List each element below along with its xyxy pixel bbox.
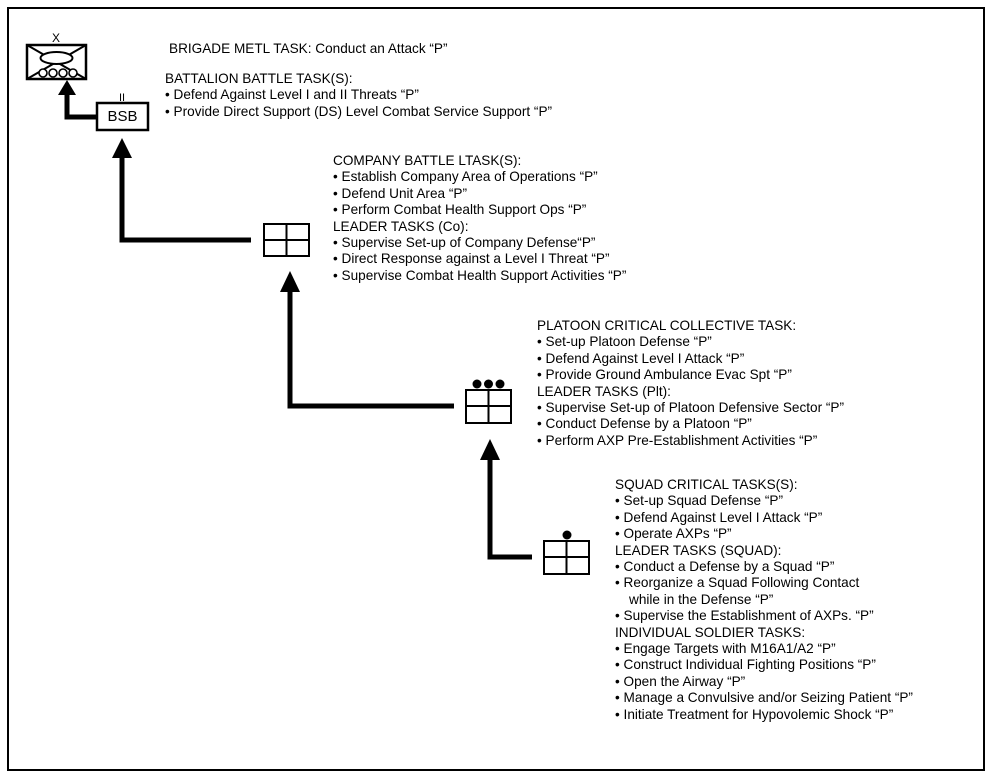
platoon-symbol-icon [465, 379, 512, 424]
company-header: COMPANY BATTLE LTASK(S): [333, 153, 522, 168]
brigade-block: BRIGADE METL TASK: Conduct an Attack “P” [169, 41, 448, 57]
squad-leader-item-continuation: while in the Defense “P” [629, 591, 774, 607]
bsb-label: BSB [107, 108, 138, 125]
platoon-block: PLATOON CRITICAL COLLECTIVE TASK: Set-up… [537, 318, 844, 449]
battalion-block: BATTALION BATTLE TASK(S): Defend Against… [165, 71, 552, 120]
platoon-task-item: Provide Ground Ambulance Evac Spt “P” [537, 367, 844, 383]
squad-leader-item: Reorganize a Squad Following Contact [615, 575, 913, 591]
squad-symbol-icon [543, 530, 590, 575]
bsb-echelon-label: II [119, 92, 125, 104]
platoon-leader-item: Perform AXP Pre-Establishment Activities… [537, 433, 844, 449]
platoon-task-item: Set-up Platoon Defense “P” [537, 334, 844, 350]
squad-task-item: Operate AXPs “P” [615, 526, 913, 542]
brigade-symbol-icon [25, 43, 88, 81]
arrow-platoon-to-company [280, 271, 454, 409]
arrow-company-to-bsb [112, 138, 251, 243]
squad-leader-header: LEADER TASKS (SQUAD): [615, 542, 782, 558]
platoon-header: PLATOON CRITICAL COLLECTIVE TASK: [537, 318, 797, 333]
soldier-task-item: Construct Individual Fighting Positions … [615, 657, 913, 673]
squad-task-item: Defend Against Level I Attack “P” [615, 510, 913, 526]
squad-task-item: Set-up Squad Defense “P” [615, 493, 913, 509]
company-leader-header: LEADER TASKS (Co): [333, 218, 469, 234]
company-leader-item: Supervise Set-up of Company Defense“P” [333, 235, 626, 251]
platoon-task-item: Defend Against Level I Attack “P” [537, 351, 844, 367]
brigade-echelon-label: X [52, 31, 60, 45]
squad-leader-item: Supervise the Establishment of AXPs. “P” [615, 608, 913, 624]
battalion-header: BATTALION BATTLE TASK(S): [165, 71, 353, 86]
platoon-leader-item: Conduct Defense by a Platoon “P” [537, 416, 844, 432]
arrow-squad-to-platoon [480, 439, 532, 560]
brigade-task-line: BRIGADE METL TASK: Conduct an Attack “P” [169, 41, 448, 56]
company-symbol-icon [263, 223, 310, 257]
soldier-task-item: Initiate Treatment for Hypovolemic Shock… [615, 707, 913, 723]
company-leader-item: Direct Response against a Level I Threat… [333, 251, 626, 267]
company-task-item: Defend Unit Area “P” [333, 186, 626, 202]
company-leader-item: Supervise Combat Health Support Activiti… [333, 268, 627, 284]
squad-leader-item: Conduct a Defense by a Squad “P” [615, 559, 913, 575]
soldier-task-item: Manage a Convulsive and/or Seizing Patie… [615, 690, 913, 706]
battalion-task-item: Defend Against Level I and II Threats “P… [165, 87, 552, 103]
company-task-item: Perform Combat Health Support Ops “P” [333, 202, 626, 218]
soldier-task-item: Open the Airway “P” [615, 674, 913, 690]
arrow-bsb-to-brigade [58, 80, 97, 120]
squad-block: SQUAD CRITICAL TASKS(S): Set-up Squad De… [615, 477, 913, 723]
squad-header: SQUAD CRITICAL TASKS(S): [615, 477, 798, 492]
soldier-header: INDIVIDUAL SOLDIER TASKS: [615, 624, 806, 640]
company-block: COMPANY BATTLE LTASK(S): Establish Compa… [333, 153, 626, 284]
soldier-task-item: Engage Targets with M16A1/A2 “P” [615, 641, 913, 657]
company-task-item: Establish Company Area of Operations “P” [333, 169, 626, 185]
diagram-frame [7, 7, 985, 771]
platoon-leader-item: Supervise Set-up of Platoon Defensive Se… [537, 400, 844, 416]
platoon-leader-header: LEADER TASKS (Plt): [537, 383, 671, 399]
battalion-task-item: Provide Direct Support (DS) Level Combat… [165, 104, 553, 120]
